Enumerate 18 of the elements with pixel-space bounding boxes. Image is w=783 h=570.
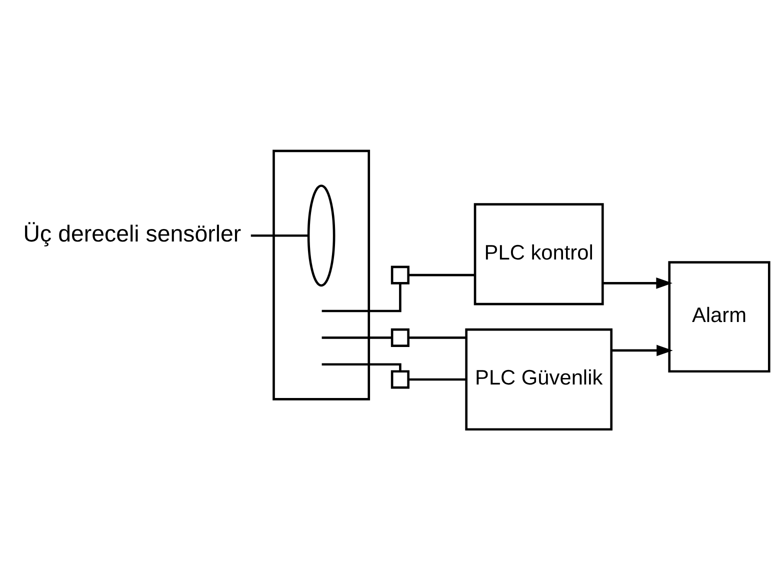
connector	[322, 282, 402, 312]
node-box: PLC kontrol	[474, 202, 604, 305]
cluster	[272, 149, 370, 400]
connector	[250, 234, 308, 236]
node-text: Üç dereceli sensörler	[23, 220, 242, 246]
node-box	[390, 328, 410, 346]
node-box: PLC Güvenlik	[465, 328, 612, 430]
connector	[322, 362, 402, 371]
node-box	[390, 265, 410, 284]
node-box: Alarm	[668, 260, 770, 372]
connector	[408, 273, 475, 276]
node-box	[390, 370, 410, 388]
connector	[408, 378, 466, 380]
arrow	[602, 276, 672, 288]
arrow	[612, 344, 673, 356]
connector	[408, 336, 466, 338]
connector	[322, 336, 392, 338]
node-ellipse	[307, 184, 336, 286]
